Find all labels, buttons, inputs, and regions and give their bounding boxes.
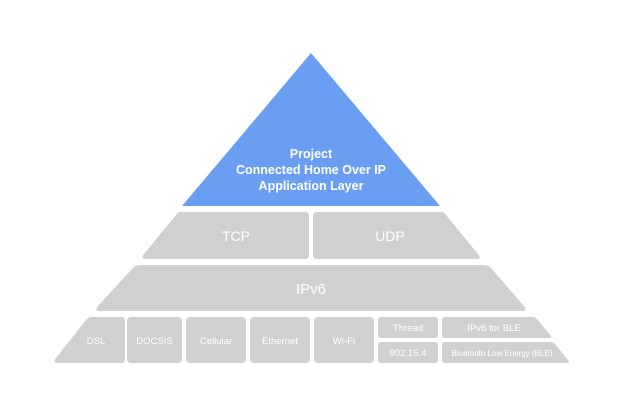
link-layer: DSL DOCSIS Cellular Ethernet Wi-Fi Threa… (54, 317, 570, 363)
ethernet-block (250, 317, 310, 363)
tcp-label: TCP (222, 228, 250, 244)
cellular-label: Cellular (200, 336, 232, 347)
ble-label: Bluetooth Low Energy (BLE) (452, 349, 553, 358)
dsl-label: DSL (87, 336, 105, 347)
application-layer-block: Project Connected Home Over IP Applicati… (182, 53, 440, 206)
tcp-block (142, 212, 309, 259)
docsis-block (127, 317, 182, 363)
ble-block (442, 342, 570, 363)
thread-block (378, 317, 438, 338)
ieee-802154-block (378, 342, 438, 363)
thread-label: Thread (393, 323, 423, 334)
network-layer: IPv6 (96, 265, 526, 311)
udp-label: UDP (375, 228, 405, 244)
dsl-block (54, 317, 125, 363)
application-layer-triangle (182, 53, 440, 206)
cellular-block (186, 317, 246, 363)
wifi-label: Wi-Fi (333, 336, 355, 347)
ipv6-label: IPv6 (296, 281, 326, 298)
docsis-label: DOCSIS (136, 336, 172, 347)
application-layer-line-1: Project (290, 147, 333, 161)
ipv6-ble-block (442, 317, 552, 338)
application-layer-line-3: Application Layer (259, 179, 364, 193)
transport-layer: TCP UDP (142, 212, 480, 259)
application-layer-line-2: Connected Home Over IP (236, 163, 386, 177)
ethernet-label: Ethernet (262, 336, 298, 347)
ieee-802154-label: 802.15.4 (390, 348, 427, 359)
wifi-block (314, 317, 374, 363)
ipv6-ble-label: IPv6 for BLE (467, 323, 520, 334)
ipv6-block (96, 265, 526, 311)
udp-block (313, 212, 480, 259)
